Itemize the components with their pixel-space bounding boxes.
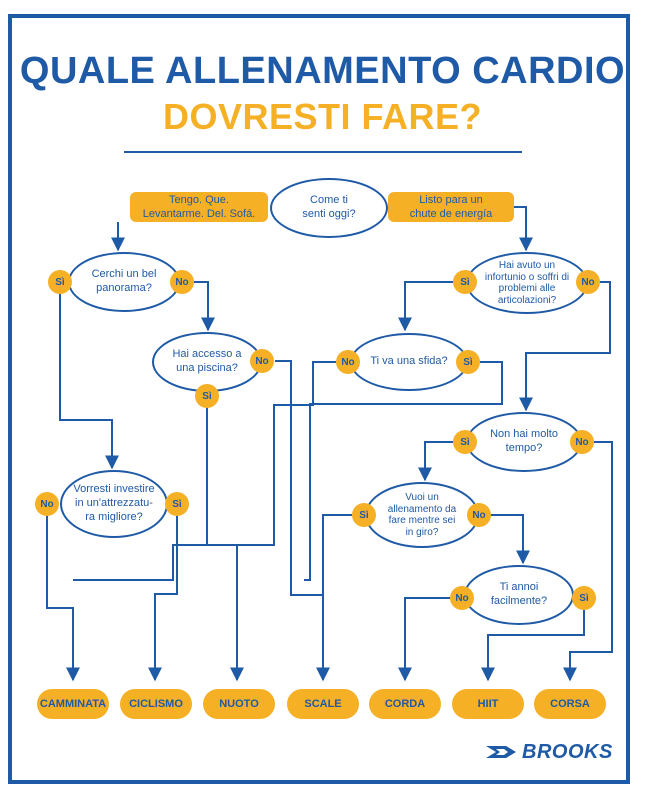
badge-panorama-si: Sì <box>48 270 72 294</box>
q-ingiro-line-3: fare mentre sei <box>388 515 456 526</box>
q-piscina-line-2: una piscina? <box>176 362 238 374</box>
q-attrezzatura-line-2: in un'attrezzatu- <box>75 497 153 510</box>
arrow-ingiro-no-to-annoi <box>491 514 530 565</box>
q-ingiro-line-2: allenamento da <box>387 503 457 515</box>
badge-piscina-si: Sì <box>195 384 219 408</box>
q-annoi-line-2: facilmente? <box>490 595 548 607</box>
option-energia-line-2: chute de energía <box>409 208 493 220</box>
option-energia-line-1: Listo para un <box>419 193 483 206</box>
badge-tempo-si: Sì <box>453 430 477 454</box>
q-panorama-line-2: panorama? <box>96 282 152 294</box>
q-start-line-2: senti oggi? <box>302 208 356 220</box>
outcome-hiit: HIIT <box>452 689 524 719</box>
badge-sfida-si: Sì <box>456 350 480 374</box>
arrow-annoi-no-to-corda <box>398 597 450 682</box>
badge-annoi-si: Sì <box>572 586 596 610</box>
arrow-ingiro-si-to-scale <box>322 514 352 680</box>
arrow-annoi-si-to-hiit <box>481 610 585 682</box>
option-sofa: Tengo. Que. Levantarme. Del. Sofá. <box>130 192 268 222</box>
arrow-panorama-no-to-piscina <box>194 281 215 332</box>
badge-sfida-no: No <box>336 350 360 374</box>
q-attrezzatura-line-3: ra migliore? <box>85 510 143 523</box>
badge-tempo-no: No <box>570 430 594 454</box>
outcome-scale: SCALE <box>287 689 359 719</box>
badge-ingiro-no: No <box>467 503 491 527</box>
q-ingiro-line-4: in giro? <box>405 526 439 538</box>
q-annoi-line-1: Ti annoi <box>499 581 539 594</box>
arrow-piscina-si-to-nuoto <box>206 406 244 682</box>
arrow-attrezzatura-no-to-camminata <box>46 516 80 682</box>
q-infortunio-line-1: Hai avuto un <box>498 260 556 271</box>
arrow-panorama-si-to-attrezzatura <box>59 294 119 470</box>
q-infortunio-line-3: problemi alle <box>498 283 556 294</box>
q-piscina-line-1: Hai accesso a <box>172 348 242 361</box>
outcome-ciclismo: CICLISMO <box>120 689 192 719</box>
arrow-sfida-no-to-camminata <box>73 361 336 581</box>
arrow-attrezzatura-si-to-ciclismo <box>148 516 178 682</box>
q-tempo-line-1: Non hai molto <box>490 428 558 441</box>
outcome-camminata: CAMMINATA <box>37 689 109 719</box>
outcome-nuoto: NUOTO <box>203 689 275 719</box>
arrow-sfida-si-to-scale <box>304 361 503 581</box>
q-panorama-line-1: Cerchi un bel <box>91 268 157 281</box>
badge-attrezzatura-si: Sì <box>165 492 189 516</box>
option-energia: Listo para un chute de energía <box>388 192 514 222</box>
arrow-tempo-no-to-corsa <box>563 441 613 682</box>
q-tempo-line-2: tempo? <box>505 442 543 454</box>
brooks-logo: BROOKS <box>484 740 613 764</box>
arrow-piscina-no-to-scale <box>275 360 330 682</box>
q-sfida-line-1: Ti va una sfida? <box>370 355 448 368</box>
arrow-energy-to-infortunio <box>514 206 533 252</box>
arrow-infortunio-si-to-sfida <box>398 281 453 332</box>
arrow-infortunio-no-to-tempo <box>519 281 611 412</box>
q-infortunio-line-2: infortunio o soffri di <box>484 271 570 283</box>
badge-piscina-no: No <box>250 349 274 373</box>
option-sofa-line-2: Levantarme. Del. Sofá. <box>142 208 256 220</box>
outcome-corsa: CORSA <box>534 689 606 719</box>
border-frame <box>8 14 630 784</box>
badge-panorama-no: No <box>170 270 194 294</box>
badge-infortunio-si: Sì <box>453 270 477 294</box>
badge-ingiro-si: Sì <box>352 503 376 527</box>
badge-annoi-no: No <box>450 586 474 610</box>
title-divider <box>124 151 522 153</box>
question-sfida: Ti va una sfida? <box>350 333 468 391</box>
title-line-2: DOVRESTI FARE? <box>162 96 483 137</box>
q-attrezzatura-line-1: Vorresti investire <box>73 483 155 496</box>
q-ingiro-line-1: Vuoi un <box>405 492 439 503</box>
q-start-line-1: Come ti <box>310 194 348 207</box>
q-infortunio-line-4: articolazioni? <box>497 294 557 306</box>
title-line-1: QUALE ALLENAMENTO CARDIO <box>19 50 626 92</box>
arrow-tempo-si-to-ingiro <box>418 441 453 482</box>
badge-attrezzatura-no: No <box>35 492 59 516</box>
option-sofa-line-1: Tengo. Que. <box>169 193 229 206</box>
badge-infortunio-no: No <box>576 270 600 294</box>
brand-name: BROOKS <box>522 740 613 763</box>
chevron-arrow-icon <box>486 746 516 758</box>
outcome-corda: CORDA <box>369 689 441 719</box>
